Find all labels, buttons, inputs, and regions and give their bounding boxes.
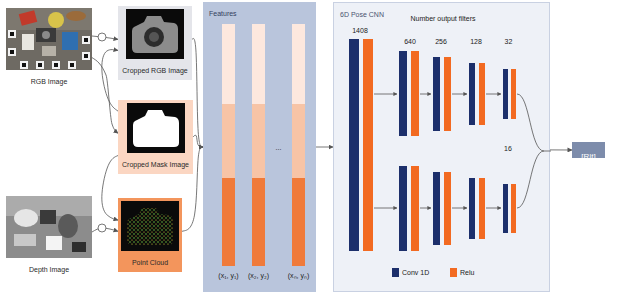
filter-count: 128 xyxy=(470,37,482,46)
connector-arrow xyxy=(192,39,203,147)
filter-count: 16 xyxy=(504,144,512,153)
filter-count: Number output filters xyxy=(411,14,476,23)
feature-label: (x₂, y₂) xyxy=(248,271,269,280)
legend-swatch xyxy=(392,268,399,277)
legend-entry: Relu xyxy=(450,268,474,277)
filter-count: 640 xyxy=(404,37,416,46)
connector-arrow xyxy=(102,50,118,111)
output-label: [R|t] xyxy=(581,152,596,162)
cnn-panel: 6D Pose CNN xyxy=(333,2,550,292)
connector-arrow xyxy=(550,149,572,150)
legend-entry: Conv 1D xyxy=(392,268,429,277)
input-image: Depth Image xyxy=(6,196,92,276)
image-caption: Cropped Mask Image xyxy=(122,160,189,169)
filter-count: 1408 xyxy=(352,26,368,35)
cropped-image: Cropped RGB Image xyxy=(118,6,192,80)
legend-label: Conv 1D xyxy=(402,268,429,277)
feature-label: ... xyxy=(276,143,282,152)
image-caption: Depth Image xyxy=(29,265,69,274)
mask-image xyxy=(127,103,185,153)
feature-label: (xₙ, yₙ) xyxy=(288,271,310,280)
image-caption: RGB Image xyxy=(31,77,68,86)
image-frame xyxy=(127,103,185,153)
image-frame xyxy=(6,8,92,70)
feature-panel: Features xyxy=(203,2,316,292)
feature-label: (x₁, y₁) xyxy=(218,271,238,280)
filter-count: 256 xyxy=(435,37,447,46)
rgb-photo xyxy=(6,8,92,70)
point-cloud-image xyxy=(121,201,179,251)
input-image: RGB Image xyxy=(6,8,92,88)
legend-label: Relu xyxy=(460,268,474,277)
depth-photo xyxy=(6,196,92,258)
connector-arrow xyxy=(92,58,118,134)
image-frame xyxy=(6,196,92,258)
legend-swatch xyxy=(450,268,457,277)
connector-arrow xyxy=(102,156,118,221)
connector-arrow xyxy=(193,135,203,147)
mask-image: Cropped Mask Image xyxy=(118,100,193,174)
connector-arrow xyxy=(316,147,333,148)
crop-op xyxy=(98,33,106,41)
panel-title: Features xyxy=(203,5,243,22)
output-box: [R|t] xyxy=(572,142,605,158)
filter-count: 32 xyxy=(505,37,513,46)
image-frame xyxy=(121,201,179,251)
point-cloud: Point Cloud xyxy=(118,198,182,272)
image-caption: Point Cloud xyxy=(132,258,168,267)
crop-op xyxy=(98,224,106,232)
panel-title: 6D Pose CNN xyxy=(334,6,390,23)
feature-bars xyxy=(203,2,316,292)
cropped-photo xyxy=(126,9,184,59)
image-frame xyxy=(126,9,184,59)
image-caption: Cropped RGB Image xyxy=(122,66,187,75)
cnn-layers xyxy=(334,3,551,293)
